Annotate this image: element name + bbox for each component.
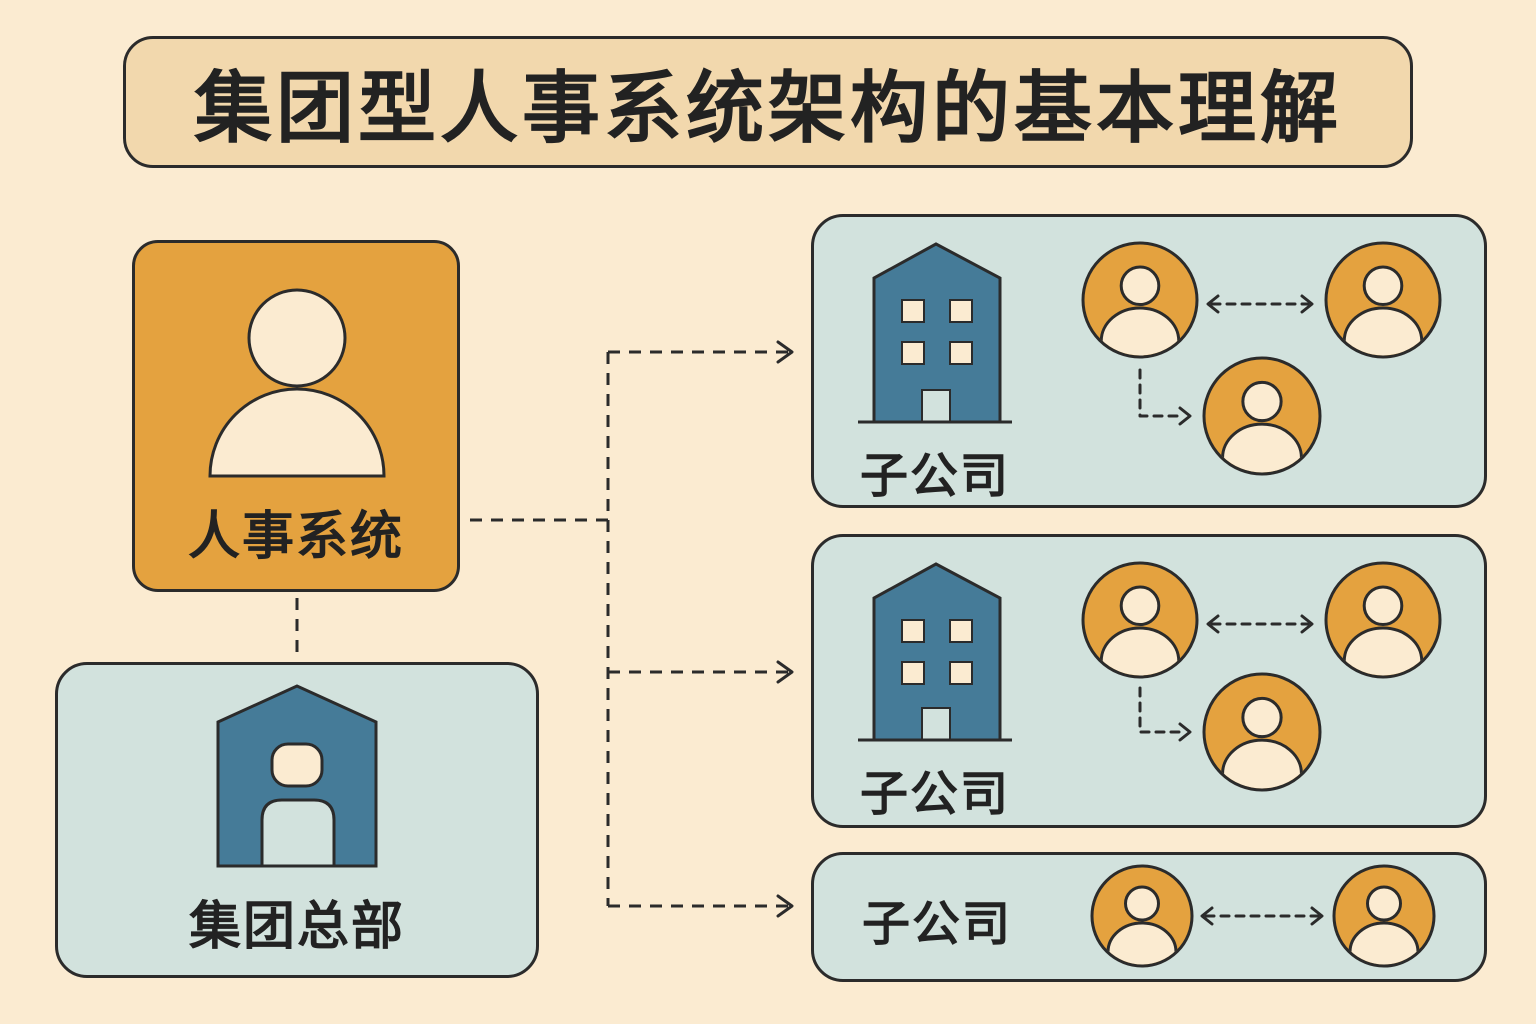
employee-icons bbox=[1081, 241, 1442, 968]
headquarters-label: 集团总部 bbox=[188, 897, 405, 957]
employee-avatar-icon bbox=[1332, 864, 1436, 968]
title-banner: 集团型人事系统架构的基本理解 bbox=[123, 36, 1413, 168]
employee-avatar-icon bbox=[1081, 241, 1199, 359]
employee-avatar-icon bbox=[1202, 672, 1322, 792]
subsidiary-label-1: 子公司 bbox=[860, 448, 1011, 504]
diagram-title: 集团型人事系统架构的基本理解 bbox=[193, 64, 1342, 154]
subsidiary-building-icon-1 bbox=[858, 242, 1012, 424]
connector-arrowheads bbox=[776, 340, 794, 918]
employee-avatar-icon bbox=[1324, 561, 1442, 679]
hr-person-icon bbox=[208, 288, 386, 478]
subsidiary-label-3: 子公司 bbox=[862, 896, 1013, 952]
subsidiary-label-2: 子公司 bbox=[860, 766, 1011, 822]
connector-lines bbox=[295, 350, 788, 908]
employee-avatar-icon bbox=[1202, 356, 1322, 476]
employee-relation-arrows bbox=[1138, 294, 1324, 926]
employee-avatar-icon bbox=[1090, 864, 1194, 968]
employee-avatar-icon bbox=[1324, 241, 1442, 359]
subsidiary-building-icon-2 bbox=[858, 562, 1012, 742]
hr-system-label: 人事系统 bbox=[187, 507, 404, 567]
headquarters-building-icon bbox=[216, 684, 378, 868]
employee-avatar-icon bbox=[1081, 561, 1199, 679]
